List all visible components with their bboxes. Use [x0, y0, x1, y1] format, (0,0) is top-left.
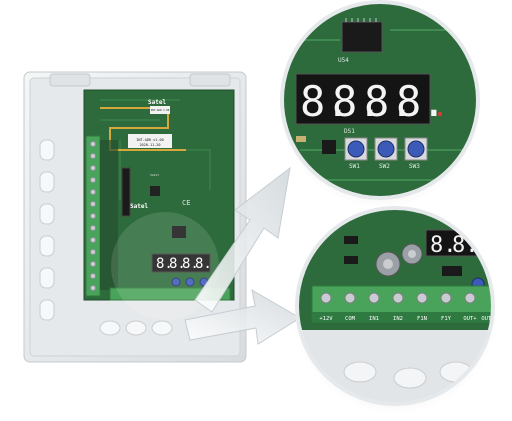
zoom-top-button-sw2: SW2 — [374, 137, 398, 170]
zoom-top-display-digit: 8. — [364, 77, 415, 126]
board-display-digit: 8. — [195, 256, 212, 272]
zoom-top-button-label: SW3 — [409, 163, 420, 170]
zoom-top-button-label: SW2 — [379, 163, 390, 170]
zoom-top-display-digit: 8. — [332, 77, 383, 126]
terminal-label: IN1 — [369, 316, 379, 322]
zoom-top-side-label: DS1 — [344, 128, 355, 135]
highlight-circle — [111, 212, 219, 320]
terminal-label: OUT+ — [463, 316, 477, 322]
board-display-digit: 8. — [156, 256, 173, 272]
board-label-line1: INT-ADR v1.00 — [136, 138, 163, 142]
board-label-line2: 2020-11-20 — [139, 143, 160, 147]
zoom-top-display-digit: 8. — [396, 77, 447, 126]
terminal-label: F1N — [417, 316, 427, 322]
zoom-top-button-label: SW1 — [349, 163, 360, 170]
zoom-top-button-sw3: SW3 — [404, 137, 428, 170]
board-brand-small: Satel — [130, 203, 148, 210]
arrow-up — [194, 166, 291, 313]
component-label: SW223 — [150, 173, 159, 177]
arrow-right — [184, 289, 301, 345]
terminal-label: F1Y — [441, 316, 452, 322]
terminal-label: COM — [345, 316, 356, 322]
zoom-top-chip-label: U54 — [338, 57, 349, 64]
terminal-label: +12V — [319, 316, 333, 322]
board-tag-line1: INT-ADR 1.00 — [151, 108, 170, 112]
terminal-strip-left — [85, 135, 118, 297]
zoom-top-button-sw1: SW1 — [344, 137, 368, 170]
zoom-bottom-display-digit: 8. — [430, 233, 457, 258]
ce-mark: CE — [182, 199, 190, 207]
terminal-label: OUT- — [481, 316, 494, 322]
board-brand: Satel — [148, 99, 166, 106]
terminal-label: IN2 — [393, 316, 403, 322]
zoom-top-display-digit: 8. — [300, 77, 351, 126]
pcb-board: INT-ADR v1.00 2020-11-20 Satel INT-ADR 1… — [83, 89, 235, 301]
board-display: 8. 8. 8. 8. — [151, 253, 212, 273]
board-display-digit: 8. — [169, 256, 186, 272]
zoom-top: U54 8. 8. 8. 8. DS1 SW1 SW2 — [278, 0, 482, 208]
board-display-digit: 8. — [182, 256, 199, 272]
zoom-bottom: 8. 8. +12V COM IN1 — [293, 206, 497, 414]
